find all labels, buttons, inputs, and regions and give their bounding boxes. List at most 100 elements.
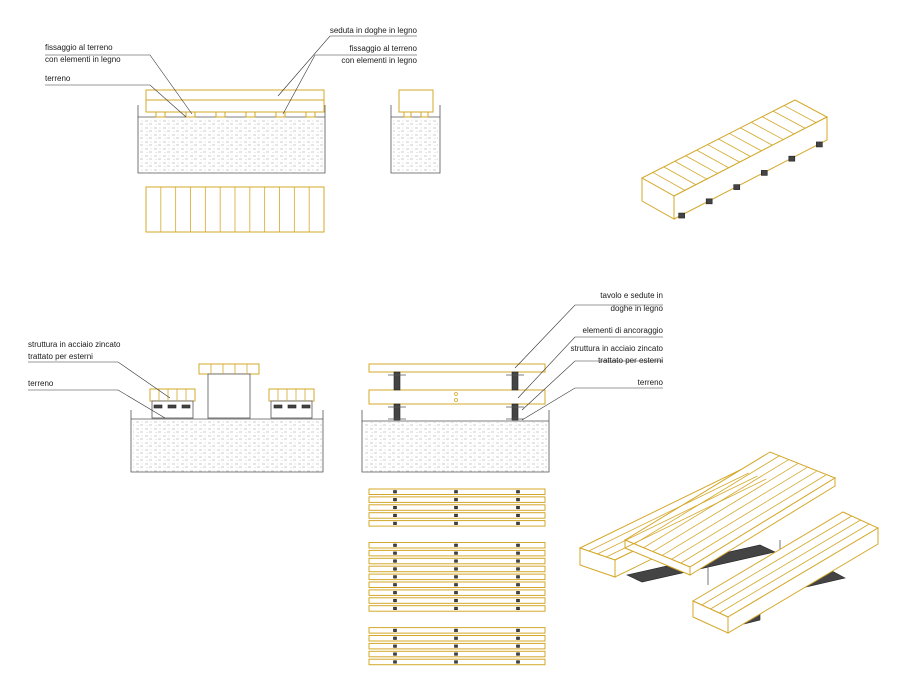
plan-fixing	[454, 543, 458, 547]
leader-steel-left	[28, 361, 171, 399]
label-ground-table-left: terreno	[28, 379, 54, 388]
axo-slat-line	[707, 144, 740, 163]
plan-fixing	[393, 505, 397, 510]
leader-anchor	[517, 336, 663, 399]
label-fix-left-1: fissaggio al terreno	[45, 43, 113, 52]
plan-fixing	[516, 505, 520, 510]
plan-fixing	[454, 652, 458, 656]
soil-hatch-table-side	[364, 422, 547, 472]
plan-fixing	[393, 559, 397, 563]
plan-fixing	[393, 551, 397, 555]
axo-table-slat	[719, 523, 870, 614]
label-ground-table-right: terreno	[638, 378, 664, 387]
axo-foot	[733, 184, 741, 190]
plan-fixing	[393, 521, 397, 525]
plan-fixing	[454, 644, 458, 648]
table-side-section	[361, 363, 550, 473]
left-seat	[149, 388, 196, 402]
steel-post	[393, 403, 401, 421]
label-fix-right-1: fissaggio al terreno	[349, 44, 417, 53]
seat-fixing	[273, 404, 283, 409]
plan-fixing	[516, 660, 520, 664]
axo-table-slat	[710, 519, 861, 610]
plan-fixing	[454, 513, 458, 518]
label-steel-right-1: struttura in acciaio zincato	[571, 344, 664, 353]
plan-fixing	[454, 521, 458, 525]
plan-fixing	[516, 598, 520, 603]
fixing-foot	[215, 111, 226, 118]
leader-seat	[277, 35, 417, 97]
axo-foot	[705, 198, 713, 205]
label-steel-right-2: trattato per esterni	[598, 356, 663, 365]
leader-top	[514, 304, 663, 369]
axo-slat-line	[663, 166, 697, 186]
plan-fixing	[516, 543, 520, 547]
plan-fixing	[516, 567, 520, 571]
plan-fixing	[454, 606, 458, 611]
table-top	[198, 363, 260, 375]
axo-slat-line	[783, 105, 817, 123]
plan-fixing	[393, 598, 397, 603]
fixing-foot	[305, 111, 316, 118]
label-steel-left-1: struttura in acciaio zincato	[28, 340, 121, 349]
seat-section	[398, 89, 434, 113]
axo-foot	[788, 155, 796, 162]
plan-fixing	[393, 591, 397, 595]
fixing-foot	[403, 111, 412, 118]
axo-slat-line	[740, 127, 773, 146]
seat-slat-top	[145, 89, 325, 101]
table-axonometric	[578, 451, 880, 634]
steel-post	[393, 371, 401, 391]
leader-ground-left	[45, 84, 187, 118]
axo-slat-line	[751, 121, 784, 140]
leader-lines	[28, 35, 663, 421]
ground-profile	[137, 105, 326, 174]
anchor-bolt	[454, 392, 458, 396]
axo-slat-line	[674, 160, 707, 180]
plan-fixing	[393, 575, 397, 579]
table-top-side	[689, 477, 836, 576]
axo-slat-line	[762, 116, 795, 135]
leader-fix-right	[282, 54, 417, 115]
plan-fixing	[516, 628, 520, 632]
axo-foot	[678, 212, 685, 219]
axo-slat-line	[718, 138, 751, 157]
fixing-foot	[185, 111, 196, 118]
bench-axo-side	[673, 116, 828, 220]
table-top-side	[368, 363, 546, 373]
plan-fixing	[454, 505, 458, 510]
leader-ground-table-right	[521, 387, 663, 421]
table-support	[207, 373, 251, 419]
plan-fixing	[516, 644, 520, 648]
plan-fixing	[454, 498, 458, 502]
plan-fixing	[454, 591, 458, 595]
ground-profile-table-side	[361, 410, 550, 473]
front-bench-side	[727, 527, 879, 634]
plan-fixing	[454, 583, 458, 587]
fixing-foot	[420, 111, 429, 118]
axo-slat-line	[685, 155, 718, 174]
steel-post	[511, 371, 519, 391]
plan-fixing	[454, 598, 458, 603]
axo-table-slat	[701, 515, 852, 606]
label-seat: seduta in doghe in legno	[330, 26, 418, 35]
label-anchor: elementi di ancoraggio	[583, 326, 664, 335]
axo-table-slat	[588, 472, 749, 552]
plan-fixing	[454, 551, 458, 555]
plan-fixing	[516, 513, 520, 518]
table-front-section	[130, 363, 324, 473]
axo-table-slat	[643, 459, 789, 549]
leader-steel-right	[521, 360, 663, 411]
axo-table-slat	[680, 474, 826, 564]
axo-foot	[760, 170, 768, 176]
plan-fixing	[516, 490, 520, 494]
plan-fixing	[516, 559, 520, 563]
right-seat	[268, 388, 315, 402]
seat-fixing	[167, 404, 177, 409]
soil-hatch	[140, 118, 324, 173]
axo-table-slat	[671, 470, 817, 560]
seat-fixing	[181, 404, 191, 409]
label-fix-right-2: con elementi in legno	[341, 56, 417, 65]
fixing-foot	[245, 111, 256, 118]
